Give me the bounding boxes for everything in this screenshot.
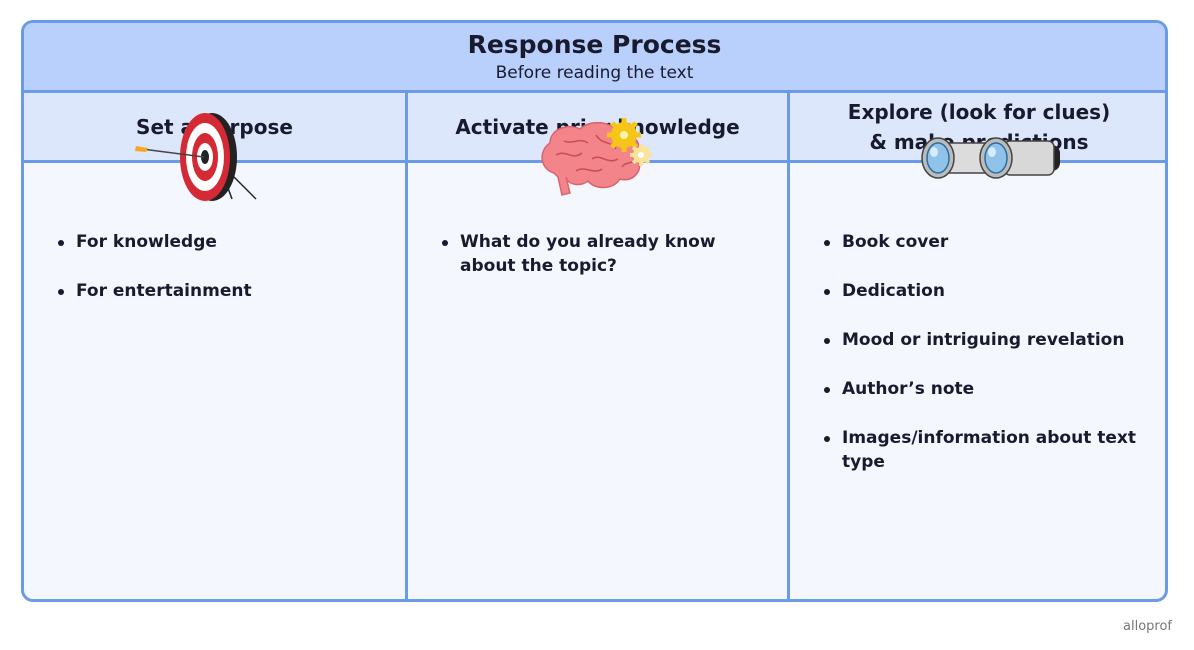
binoculars-icon <box>921 137 1060 179</box>
list-item: For entertainment <box>56 279 386 303</box>
column-prior-knowledge: Activate prior knowledge <box>405 93 787 599</box>
list-item: What do you already know about the topic… <box>440 230 740 278</box>
page-title: Response Process <box>467 30 722 59</box>
column-heading-line: Explore (look for clues) <box>847 99 1111 124</box>
column-explore-predict: Explore (look for clues) & make predicti… <box>787 93 1165 599</box>
list-item: Mood or intriguing revelation <box>822 328 1162 352</box>
column-set-purpose: Set a purpose For knowledge For entertai… <box>24 93 405 599</box>
purpose-list: For knowledge For entertainment <box>56 230 386 328</box>
page-subtitle: Before reading the text <box>495 63 694 83</box>
explore-list: Book cover Dedication Mood or intriguing… <box>822 230 1162 499</box>
target-icon <box>135 113 257 201</box>
list-item: For knowledge <box>56 230 386 254</box>
table-header: Response Process Before reading the text <box>24 23 1165 93</box>
response-process-table: Response Process Before reading the text… <box>21 20 1168 602</box>
brain-gears-icon <box>541 118 652 196</box>
column-heading: Explore (look for clues) & make predicti… <box>790 93 1165 163</box>
alloprof-logo: alloprof <box>1123 619 1172 634</box>
list-item: Author’s note <box>822 377 1162 401</box>
prior-knowledge-list: What do you already know about the topic… <box>440 230 740 303</box>
list-item: Dedication <box>822 279 1162 303</box>
list-item: Book cover <box>822 230 1162 254</box>
list-item: Images/information about text type <box>822 426 1162 474</box>
